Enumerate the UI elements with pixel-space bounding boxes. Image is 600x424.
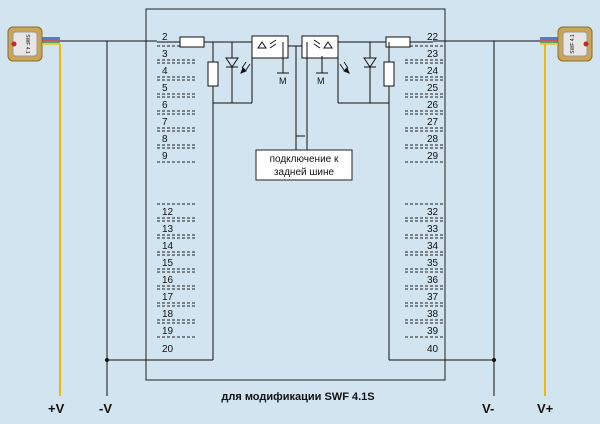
- rail-label-plus-left: +V: [48, 401, 65, 416]
- pin-number-22: 22: [427, 32, 439, 43]
- pin-number-23: 23: [427, 49, 439, 60]
- pin-number-39: 39: [427, 326, 439, 337]
- series-resistor-left: [179, 36, 205, 48]
- pin-number-24: 24: [427, 66, 439, 77]
- shunt-resistor-left: [207, 61, 219, 87]
- pin-number-20: 20: [162, 344, 174, 355]
- optocoupler-left: [251, 35, 289, 59]
- ground-label-left: M: [279, 76, 287, 86]
- pin-number-5: 5: [162, 83, 168, 94]
- pin-number-14: 14: [162, 241, 174, 252]
- zener-diode-left: [225, 57, 239, 68]
- pin-number-28: 28: [427, 134, 439, 145]
- sensor-label-right: SWF 4.1: [570, 34, 576, 54]
- sensor-right: SWF 4.1: [557, 26, 593, 62]
- sensor-label-left: SWF 4.1: [24, 34, 30, 54]
- pin-number-2: 2: [162, 32, 168, 43]
- zener-diode-right: [363, 57, 377, 68]
- junction-right: [492, 358, 496, 362]
- pin-number-18: 18: [162, 309, 174, 320]
- pin-column-left: 2 3 4 5 6 7 8 9 12 13 14 15 16 17 18 19 20: [157, 32, 195, 355]
- pin-number-37: 37: [427, 292, 439, 303]
- optocoupler-led-left: [257, 41, 267, 49]
- minus-wire-left: [60, 40, 108, 396]
- sensor-cable-left: [42, 37, 60, 45]
- sensor-left: SWF 4.1: [7, 26, 43, 62]
- optocoupler-right: [301, 35, 339, 59]
- backbus-note-line-2: задней шине: [274, 167, 335, 178]
- pin-number-15: 15: [162, 258, 174, 269]
- rail-label-plus-right: V+: [537, 401, 554, 416]
- modification-caption: для модификации SWF 4.1S: [221, 391, 374, 403]
- shunt-resistor-right: [383, 61, 395, 87]
- pin-number-32: 32: [427, 207, 439, 218]
- pin-number-38: 38: [427, 309, 439, 320]
- pin-number-33: 33: [427, 224, 439, 235]
- pin-number-3: 3: [162, 49, 168, 60]
- pin-number-6: 6: [162, 100, 168, 111]
- pin-number-17: 17: [162, 292, 174, 303]
- output-circuit-right: [296, 35, 433, 361]
- sensor-cable-right: [540, 37, 558, 45]
- ground-label-right: M: [317, 76, 325, 86]
- pin-number-13: 13: [162, 224, 174, 235]
- pin-number-35: 35: [427, 258, 439, 269]
- pin-number-34: 34: [427, 241, 439, 252]
- junction-left: [105, 358, 109, 362]
- pin-number-40: 40: [427, 344, 439, 355]
- series-resistor-right: [385, 36, 411, 48]
- pin-number-12: 12: [162, 207, 174, 218]
- output-circuit-left: [157, 35, 305, 361]
- pin-number-4: 4: [162, 66, 168, 77]
- pin-number-8: 8: [162, 134, 168, 145]
- rail-label-minus-left: -V: [99, 401, 112, 416]
- rail-label-minus-right: V-: [482, 401, 494, 416]
- pin-number-19: 19: [162, 326, 174, 337]
- pin-number-29: 29: [427, 151, 439, 162]
- pin-number-7: 7: [162, 117, 168, 128]
- pin-number-27: 27: [427, 117, 439, 128]
- module-outline: [145, 8, 446, 381]
- pin-column-right: 22 23 24 25 26 27 28 29 32 33 34 35 36 37 38 39 40: [405, 32, 443, 355]
- minus-wire-right: [493, 40, 540, 396]
- pin-number-36: 36: [427, 275, 439, 286]
- optocoupler-led-right: [323, 41, 333, 49]
- pin-number-25: 25: [427, 83, 439, 94]
- pin-number-26: 26: [427, 100, 439, 111]
- pin-number-16: 16: [162, 275, 174, 286]
- backbus-box: [255, 149, 353, 181]
- backbus-note-line-1: подключение к: [270, 154, 339, 165]
- pin-number-9: 9: [162, 151, 168, 162]
